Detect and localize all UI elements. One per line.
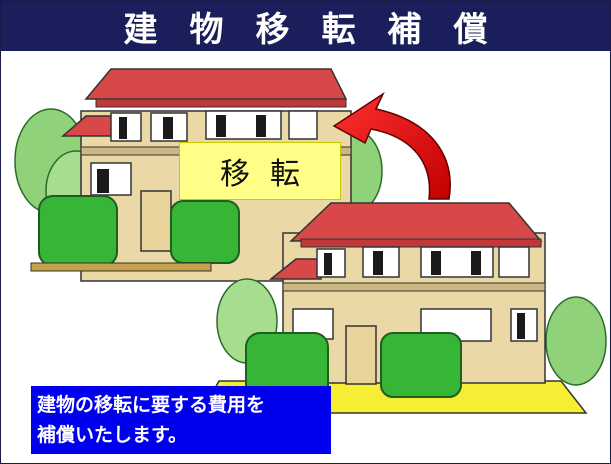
relocation-label-text: 移転: [220, 157, 320, 192]
caption-box: 建物の移転に要する費用を 補償いたします。: [31, 386, 331, 454]
title-bar: 建物移転補償: [1, 1, 610, 51]
caption-line-2: 補償いたします。: [37, 424, 188, 446]
relocation-label: 移転: [179, 142, 341, 200]
relocated-house: [199, 202, 607, 414]
curved-arrow-icon: [332, 91, 451, 200]
caption-line-1: 建物の移転に要する費用を: [37, 394, 266, 416]
page-title: 建物移転補償: [123, 9, 520, 50]
